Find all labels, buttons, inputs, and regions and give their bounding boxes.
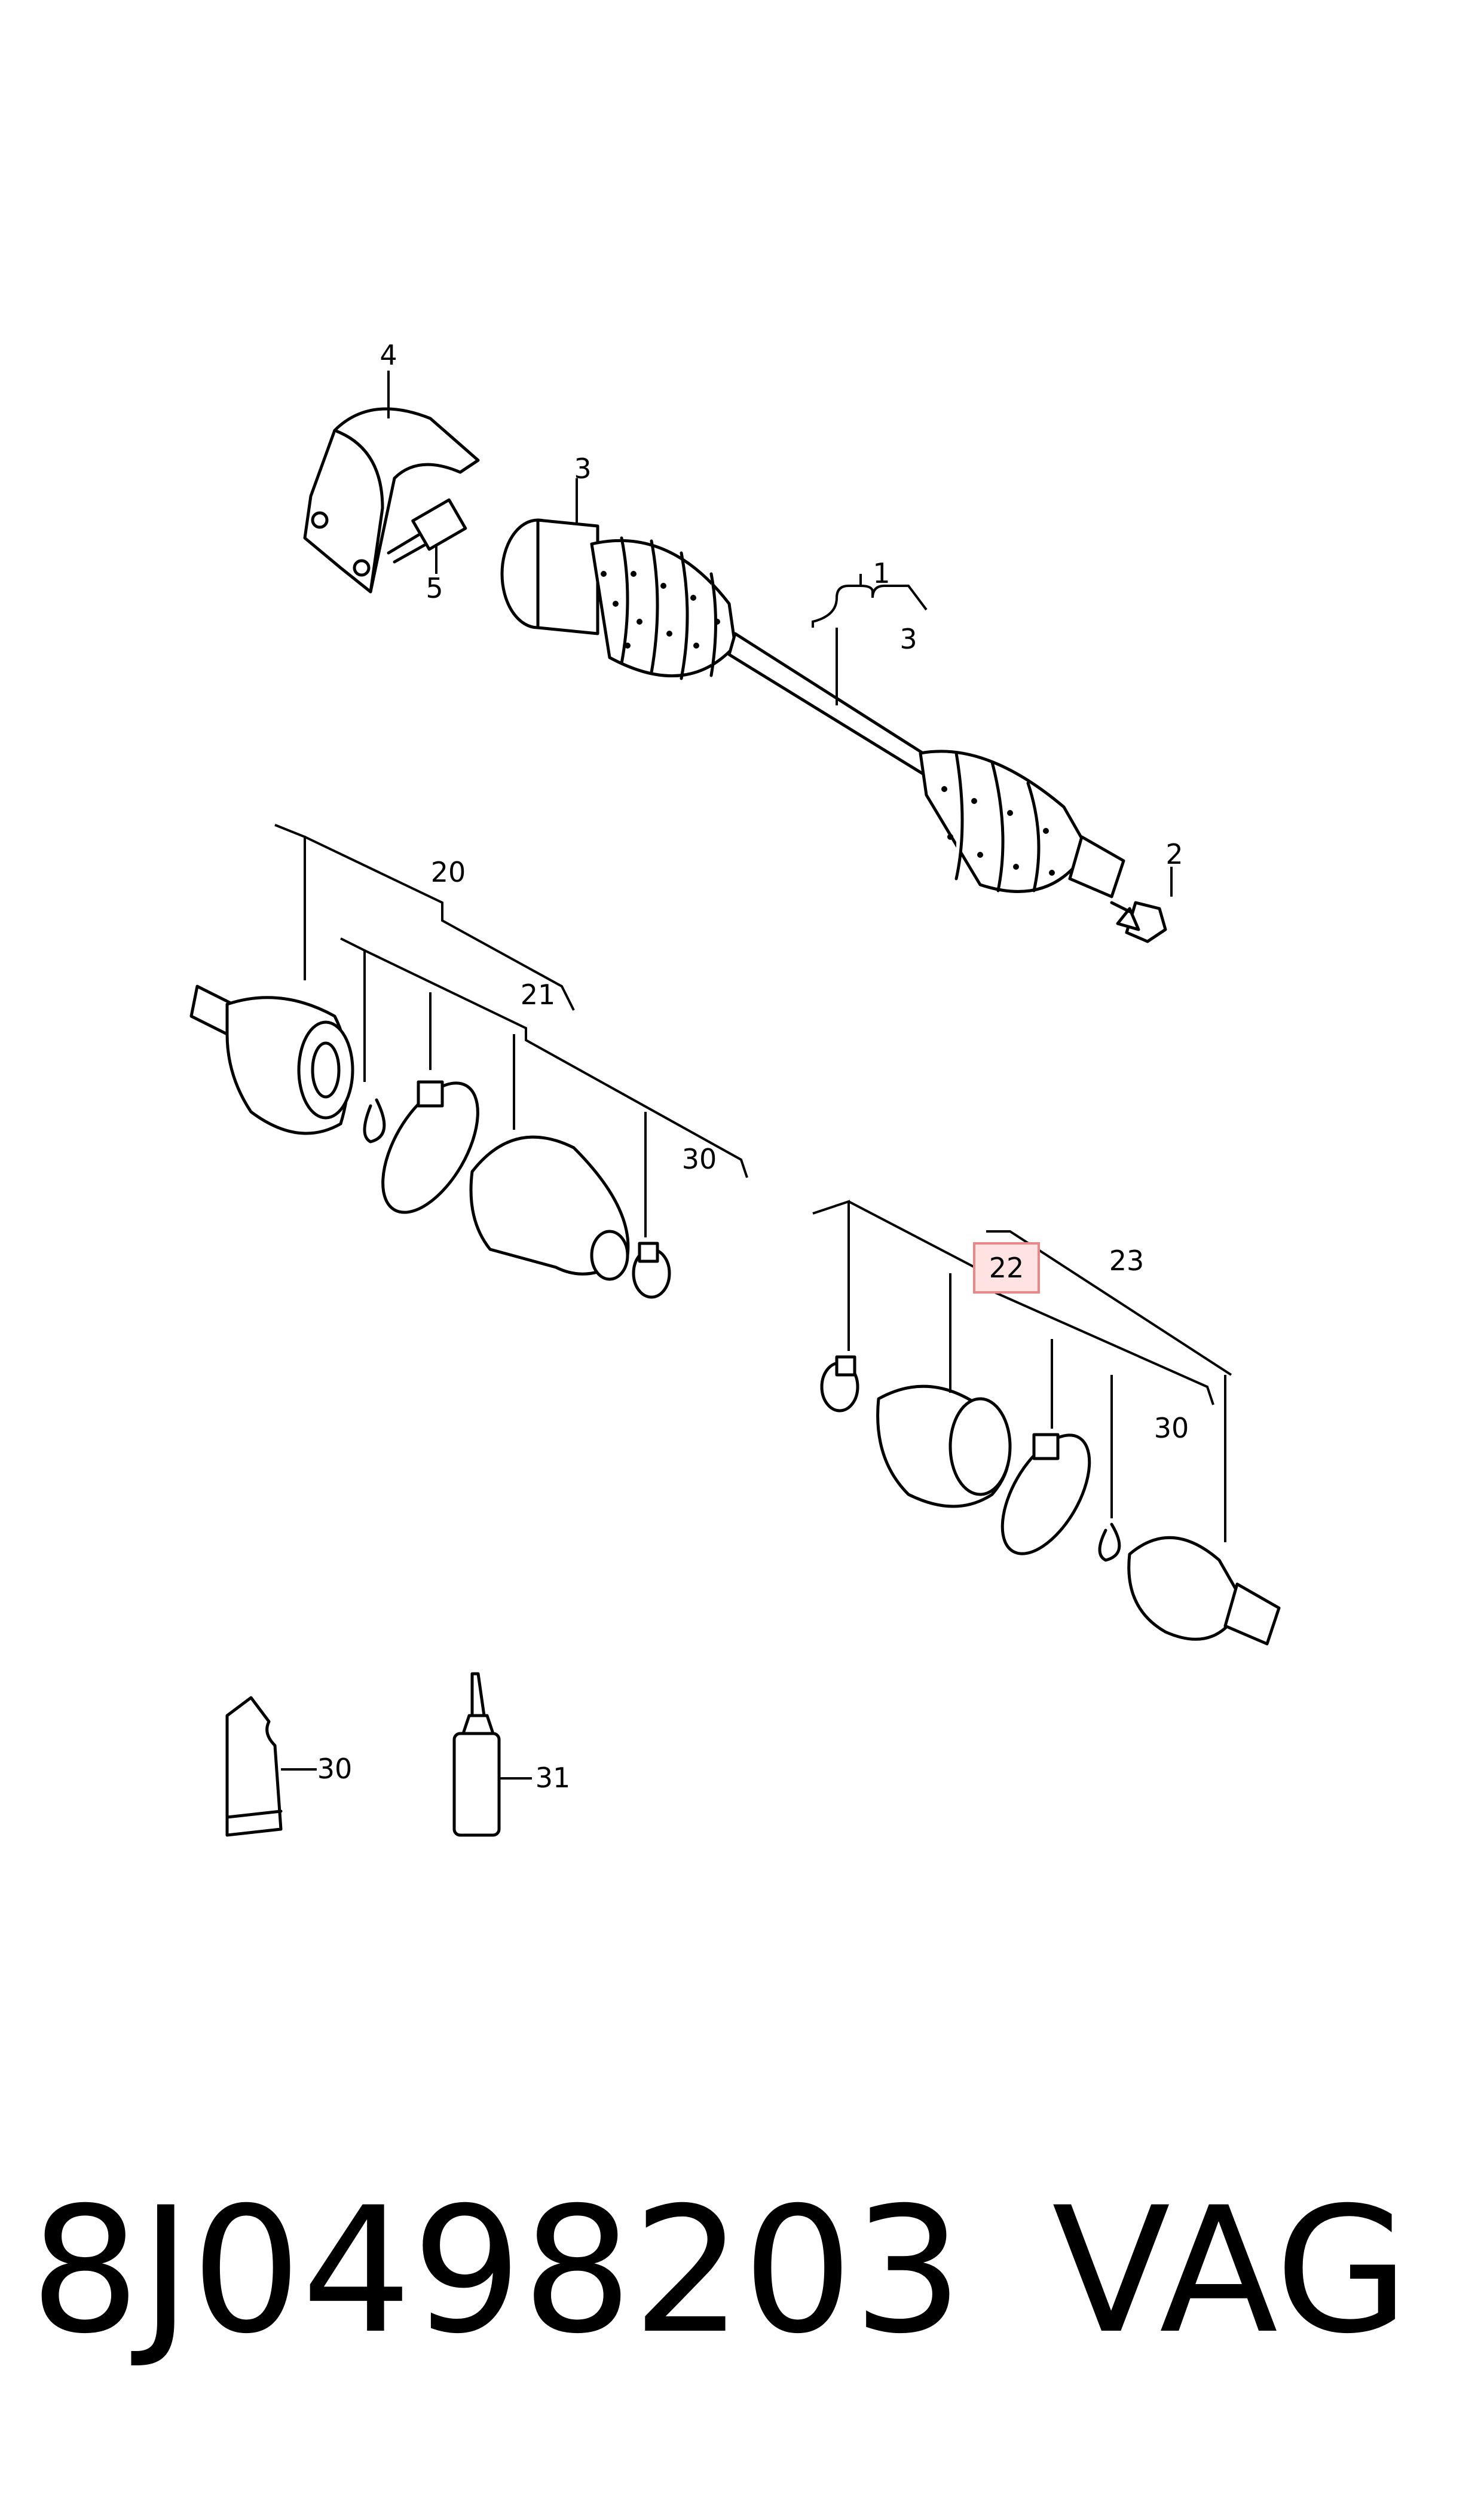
boot-texture-dots [601,571,1055,876]
callout-21: 21 [521,979,556,1011]
bracket-22 [848,1200,1214,1405]
bolt-2 [1110,901,1167,943]
leader-20-joint [274,824,306,980]
bracket-21 [364,949,748,1178]
circlip-2 [1098,1523,1121,1562]
grease-tube [225,1696,283,1837]
callout-4: 4 [380,339,397,371]
callout-30-grease: 30 [317,1753,353,1785]
caption: 8J0498203 VAG [30,2176,1464,2367]
callout-5: 5 [426,572,443,604]
callout-1: 1 [873,557,890,589]
callout-31: 31 [536,1762,571,1794]
callout-3-top: 3 [574,453,591,485]
clamp-small [632,1242,671,1299]
callout-22-highlight [973,1242,1040,1294]
callout-20: 20 [431,856,466,888]
sealant-bottle [452,1672,501,1837]
part-number: 8J0498203 [30,2170,963,2372]
bracket-20 [304,836,575,1011]
clamp-band-large-2 [1000,1433,1091,1555]
callout-3-bracket: 3 [899,623,917,655]
inner-cv-joint [1127,1536,1281,1646]
callout-30-right: 30 [1154,1412,1189,1444]
brand-name: VAG [1052,2170,1409,2372]
boot-inner [876,1384,1012,1508]
bracket-23 [986,1230,1232,1376]
outer-cv-joint [189,985,354,1135]
callout-2: 2 [1165,838,1183,870]
boot-outer [469,1135,630,1281]
leader-22-clamp [812,1200,850,1351]
clamp-band-large [381,1080,479,1214]
clamp-small-2 [820,1355,859,1413]
callout-30-left: 30 [682,1143,717,1175]
heat-shield [303,407,480,594]
callout-22: 22 [989,1252,1024,1284]
drive-shaft-assembly [500,518,1125,898]
circlip [363,1098,386,1144]
callout-23: 23 [1109,1245,1145,1277]
bracket-1 [812,585,928,628]
bolt-5 [387,498,467,564]
